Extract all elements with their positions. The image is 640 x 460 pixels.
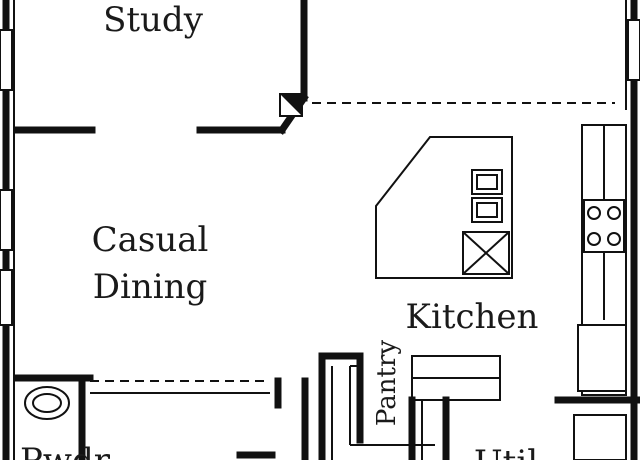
label-pantry: Pantry <box>372 340 402 426</box>
pantry-walls <box>236 352 640 460</box>
utility-fixture <box>573 414 627 460</box>
kitchen-island <box>375 136 513 279</box>
label-powder: Pwdr <box>20 441 111 460</box>
label-dining: Dining <box>93 267 208 307</box>
right-counter <box>577 124 627 396</box>
label-casual: Casual <box>92 220 209 260</box>
window-right <box>627 19 640 81</box>
exterior-right-wall <box>625 0 640 460</box>
powder-room <box>14 374 94 460</box>
column-fill <box>280 94 302 116</box>
label-study: Study <box>103 0 204 40</box>
window-left-1 <box>0 29 13 91</box>
refrigerator <box>577 324 627 392</box>
study-walls <box>14 0 309 135</box>
label-utility: Util <box>474 443 538 460</box>
window-left-2 <box>0 189 13 251</box>
exterior-left-wall <box>0 0 15 460</box>
window-left-3 <box>0 269 13 326</box>
label-kitchen: Kitchen <box>406 297 539 337</box>
